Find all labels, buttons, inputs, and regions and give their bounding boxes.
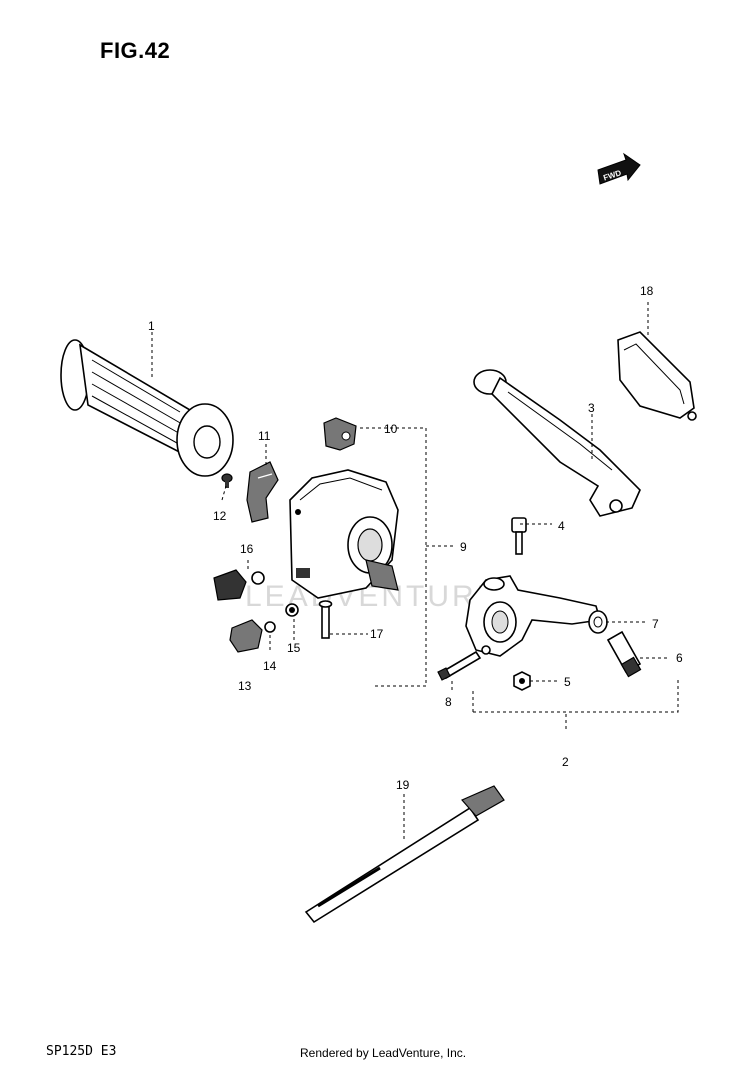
grip-part (60, 339, 234, 477)
clutch-lever-part (473, 369, 641, 517)
callout-3: 3 (588, 401, 595, 415)
figure-title: FIG.42 (100, 38, 171, 63)
switch-housing-part (289, 469, 399, 599)
switch-knob-part (246, 461, 279, 523)
pivot-bolt-part (606, 630, 642, 678)
render-credit: Rendered by LeadVenture, Inc. (300, 1046, 467, 1060)
lever-tab-part (323, 417, 357, 451)
callout-17: 17 (370, 627, 384, 641)
callout-9: 9 (460, 540, 467, 554)
callout-5: 5 (564, 675, 571, 689)
callout-18: 18 (640, 284, 654, 298)
cable-tie-part (304, 785, 505, 924)
connector-part (213, 569, 265, 601)
callout-10: 10 (384, 422, 398, 436)
clamp-bolt-part (437, 650, 482, 681)
washer-7-part (588, 610, 608, 634)
lever-cover-part (617, 331, 697, 421)
callout-2: 2 (562, 755, 569, 769)
switch-block-part (229, 619, 263, 653)
callout-labels: 1 2 3 4 5 6 7 8 9 10 11 12 13 14 15 16 1… (148, 284, 683, 792)
callout-6: 6 (676, 651, 683, 665)
callout-13: 13 (238, 679, 252, 693)
callout-8: 8 (445, 695, 452, 709)
callout-14: 14 (263, 659, 277, 673)
callout-15: 15 (287, 641, 301, 655)
fwd-arrow-icon: FWD (597, 152, 641, 185)
callout-1: 1 (148, 319, 155, 333)
callout-16: 16 (240, 542, 254, 556)
callout-12: 12 (213, 509, 227, 523)
screw-12-part (221, 473, 233, 488)
lever-holder-part (465, 575, 602, 657)
leader-lines (151, 302, 679, 840)
spring-part (285, 603, 299, 617)
callout-7: 7 (652, 617, 659, 631)
callout-11: 11 (258, 429, 271, 443)
callout-19: 19 (396, 778, 410, 792)
adjuster-bolt-part (511, 517, 527, 555)
washer-14-part (264, 621, 276, 633)
screw-17-part (318, 600, 333, 639)
nut-part (513, 671, 531, 691)
model-code: SP125D E3 (46, 1044, 117, 1059)
callout-4: 4 (558, 519, 565, 533)
